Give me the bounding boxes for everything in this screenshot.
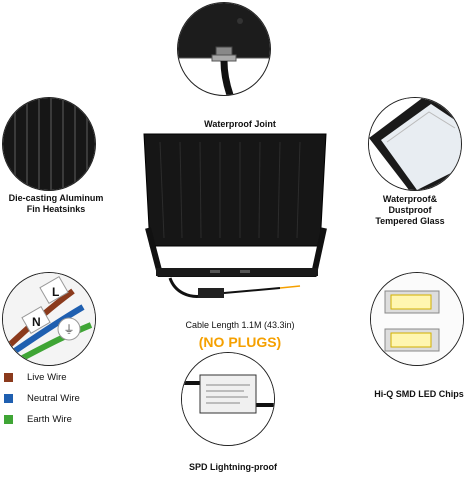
- surge-protector-icon: [182, 353, 274, 445]
- floodlight-product: [130, 128, 340, 303]
- legend-earth-wire: Earth Wire: [4, 414, 72, 425]
- led-chips-closeup: [370, 272, 464, 366]
- neutral-wire-label: Neutral Wire: [27, 393, 80, 404]
- led-chips-caption: Hi-Q SMD LED Chips: [374, 389, 464, 399]
- heatsinks-caption-line2: Fin Heatsinks: [26, 204, 86, 214]
- heatsinks-closeup: [2, 97, 96, 191]
- waterproof-joint-caption: Waterproof Joint: [204, 119, 276, 129]
- waterproof-joint-closeup: [177, 2, 271, 96]
- live-tag: L: [52, 285, 60, 299]
- no-plugs-text: (NO PLUGS): [198, 334, 282, 350]
- neutral-tag: N: [32, 315, 41, 329]
- heatsinks-caption: Die-casting Aluminum Fin Heatsinks: [0, 193, 112, 215]
- tempered-glass-caption: Waterproof& Dustproof Tempered Glass: [360, 194, 460, 227]
- floodlight-icon: [143, 133, 327, 298]
- heatsink-fins-icon: [3, 98, 95, 190]
- live-wire-label: Live Wire: [27, 372, 67, 383]
- heatsinks-caption-line1: Die-casting Aluminum: [8, 193, 104, 203]
- spd-caption: SPD Lightning-proof: [189, 462, 277, 472]
- svg-text:⏚: ⏚: [64, 323, 75, 336]
- glass-caption-line2: Dustproof: [388, 205, 432, 215]
- wiring-closeup: ⏚ L N: [2, 272, 96, 366]
- spd-closeup: [181, 352, 275, 446]
- earth-wire-swatch: [4, 415, 13, 424]
- tempered-glass-closeup: [368, 97, 462, 191]
- live-wire-swatch: [4, 373, 13, 382]
- neutral-wire-swatch: [4, 394, 13, 403]
- wire-terminals-icon: ⏚: [3, 273, 95, 365]
- cable-length-text: Cable Length 1.1M (43.3in): [185, 320, 295, 330]
- earth-wire-label: Earth Wire: [27, 414, 72, 425]
- glass-caption-line1: Waterproof&: [382, 194, 438, 204]
- legend-neutral-wire: Neutral Wire: [4, 393, 80, 404]
- glass-caption-line3: Tempered Glass: [375, 216, 445, 226]
- legend-live-wire: Live Wire: [4, 372, 67, 383]
- glass-corner-icon: [369, 98, 461, 190]
- led-chip-icon: [371, 273, 463, 365]
- joint-icon: [178, 3, 270, 95]
